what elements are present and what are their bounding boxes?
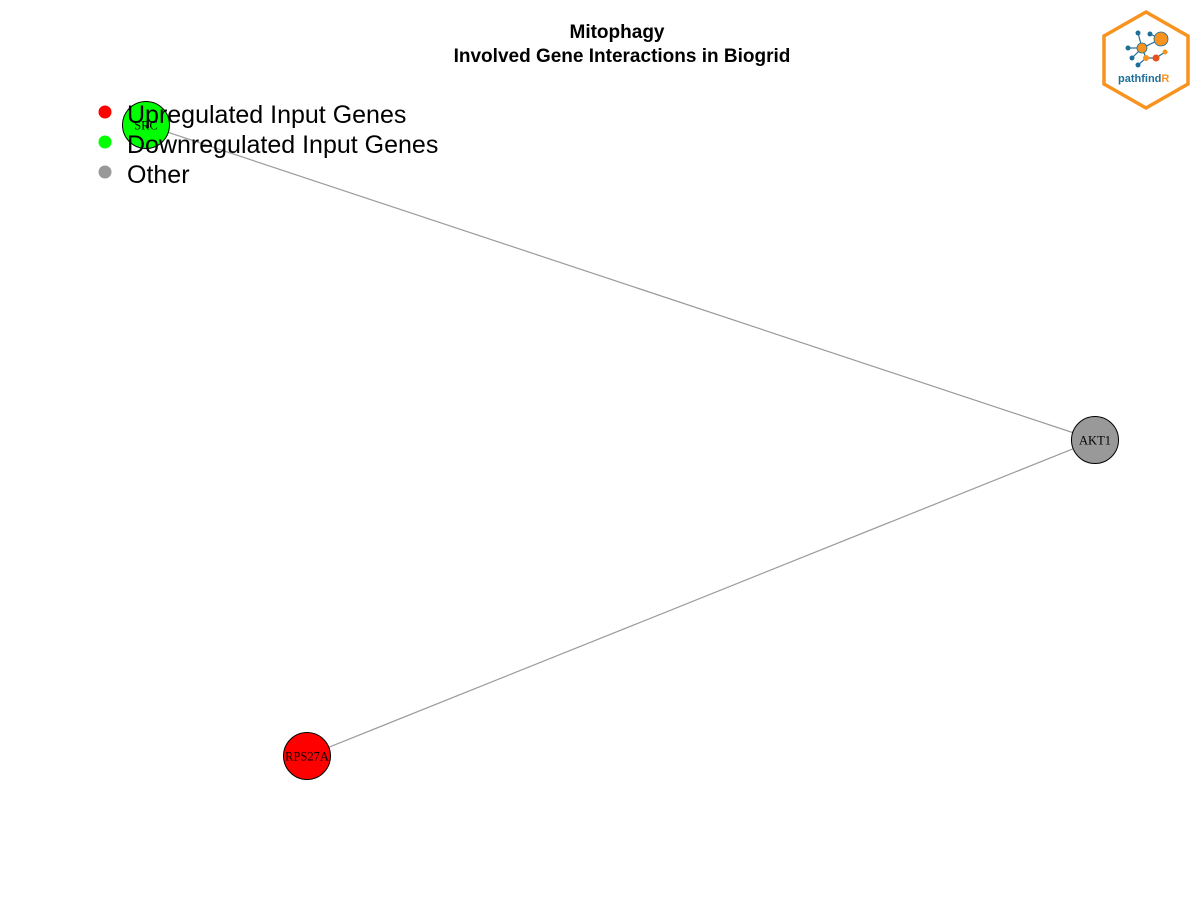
logo-text-main: pathfind: [1118, 73, 1161, 85]
legend-dot-downregulated: [98, 135, 112, 149]
network-nodes-icon: [1125, 30, 1169, 68]
edges-layer: [145, 124, 1096, 757]
legend-label-upregulated: Upregulated Input Genes: [127, 101, 406, 129]
diagram-subtitle: Involved Gene Interactions in Biogrid: [454, 46, 791, 67]
edge-src-akt1: [145, 124, 1096, 441]
node-rps27a-label: RPS27A: [285, 750, 329, 764]
edge-rps27a-akt1: [306, 439, 1096, 757]
node-src[interactable]: SRC: [122, 101, 170, 149]
node-src-circle[interactable]: [122, 101, 170, 149]
diagram-title: Mitophagy: [570, 22, 665, 43]
node-akt1-circle[interactable]: [1071, 416, 1119, 464]
legend-dot-upregulated: [98, 105, 112, 119]
nodes-layer: SRC AKT1 RPS27A: [122, 101, 1119, 780]
legend-dot-other: [98, 165, 112, 179]
logo-text: pathfindR: [1118, 73, 1169, 85]
legend-label-other: Other: [127, 161, 190, 189]
node-akt1-label: AKT1: [1079, 434, 1111, 448]
node-rps27a-circle[interactable]: [283, 732, 331, 780]
logo-text-accent: R: [1161, 73, 1169, 85]
pathfindr-logo: pathfindR: [1102, 9, 1190, 111]
node-src-label: SRC: [134, 119, 158, 133]
node-rps27a[interactable]: RPS27A: [283, 732, 331, 780]
node-akt1[interactable]: AKT1: [1071, 416, 1119, 464]
legend: Upregulated Input Genes Downregulated In…: [98, 101, 438, 189]
legend-label-downregulated: Downregulated Input Genes: [127, 131, 438, 159]
